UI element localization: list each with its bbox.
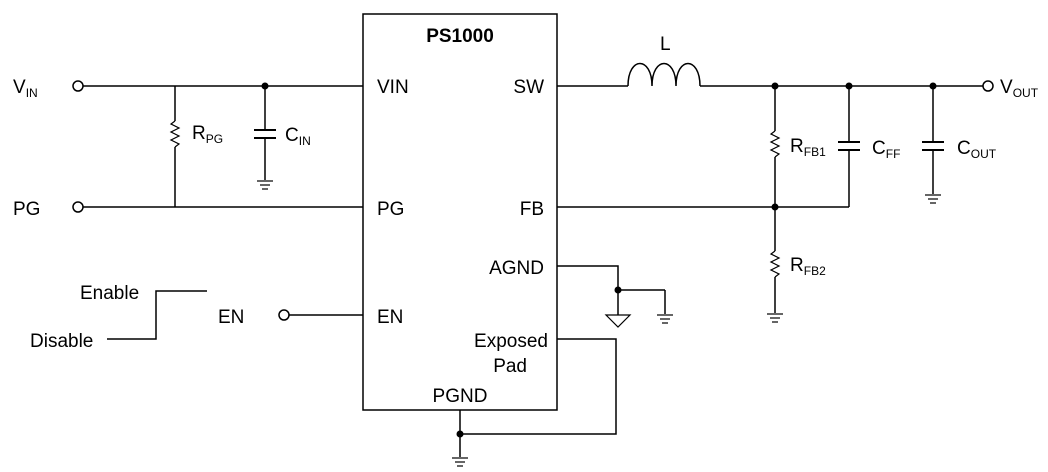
enable-label: Enable xyxy=(80,283,139,304)
inductor-label: L xyxy=(660,34,671,55)
rfb1-label: RFB1 xyxy=(790,136,826,159)
agnd-wire xyxy=(557,265,619,306)
rpg-resistor xyxy=(169,120,181,148)
rfb2-label: RFB2 xyxy=(790,255,826,278)
inductor-coil xyxy=(627,62,701,87)
pin-fb: FB xyxy=(520,199,544,220)
en-terminal xyxy=(278,309,290,321)
ic-name: PS1000 xyxy=(426,26,494,47)
rfb2-resistor xyxy=(769,250,781,278)
pg-terminal xyxy=(72,201,84,213)
vin-terminal xyxy=(72,80,84,92)
enable-step-waveform xyxy=(107,290,207,340)
agnd-junction-dot xyxy=(614,286,622,294)
rfb1-resistor xyxy=(769,130,781,158)
cout-ground-icon xyxy=(925,194,941,204)
rpg-label: RPG xyxy=(192,123,223,146)
vout-terminal xyxy=(982,80,994,92)
pin-pgnd: PGND xyxy=(433,386,488,407)
en-terminal-label: EN xyxy=(218,307,244,328)
pin-exposed-pad-line2: Pad xyxy=(493,356,527,377)
pg-terminal-label: PG xyxy=(13,199,40,220)
pin-en: EN xyxy=(377,307,403,328)
agnd-signal-ground-icon xyxy=(604,314,632,328)
pin-sw: SW xyxy=(513,77,544,98)
pgnd-ground-icon xyxy=(452,457,468,467)
pin-pg: PG xyxy=(377,199,404,220)
rfb2-ground-icon xyxy=(767,313,783,323)
power-ground-icon xyxy=(657,314,673,324)
cff-label: CFF xyxy=(872,138,900,161)
cin-label: CIN xyxy=(285,125,311,148)
pin-exposed-pad-line1: Exposed xyxy=(474,331,548,352)
disable-label: Disable xyxy=(30,331,93,352)
pin-vin: VIN xyxy=(377,77,409,98)
pin-agnd: AGND xyxy=(489,258,544,279)
exposed-pad-wire xyxy=(460,338,617,435)
vin-terminal-label: VIN xyxy=(13,77,38,100)
cout-label: COUT xyxy=(957,138,997,161)
vout-terminal-label: VOUT xyxy=(1000,77,1039,100)
pgnd-junction-dot xyxy=(456,430,464,438)
cin-ground-icon xyxy=(257,180,273,190)
